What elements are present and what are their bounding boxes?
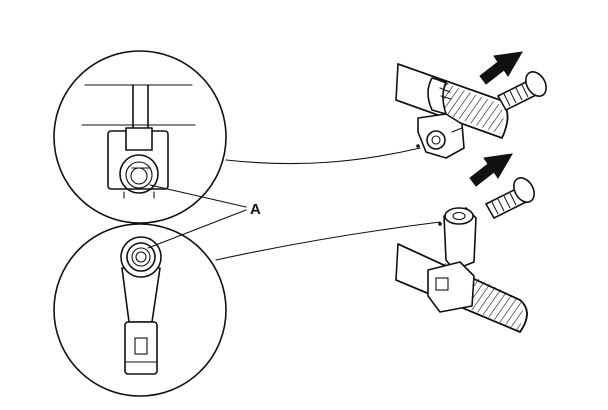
lower-assembly xyxy=(395,207,528,333)
upper-detail-circle xyxy=(53,50,227,224)
upper-detail-view xyxy=(53,50,227,224)
lower-leader-line xyxy=(215,221,441,261)
bolt-icon xyxy=(485,177,535,219)
lower-detail-circle xyxy=(53,223,227,397)
upper-bracket-hole xyxy=(426,130,446,150)
upper-hole xyxy=(119,154,159,194)
callout-a: A xyxy=(147,184,261,249)
callout-label: A xyxy=(250,201,261,218)
bolt-icon xyxy=(497,71,547,111)
arrow-icon xyxy=(479,51,523,85)
lower-detail-view xyxy=(53,223,227,397)
arrow-icon xyxy=(469,153,513,187)
upper-leader-line xyxy=(225,147,421,165)
